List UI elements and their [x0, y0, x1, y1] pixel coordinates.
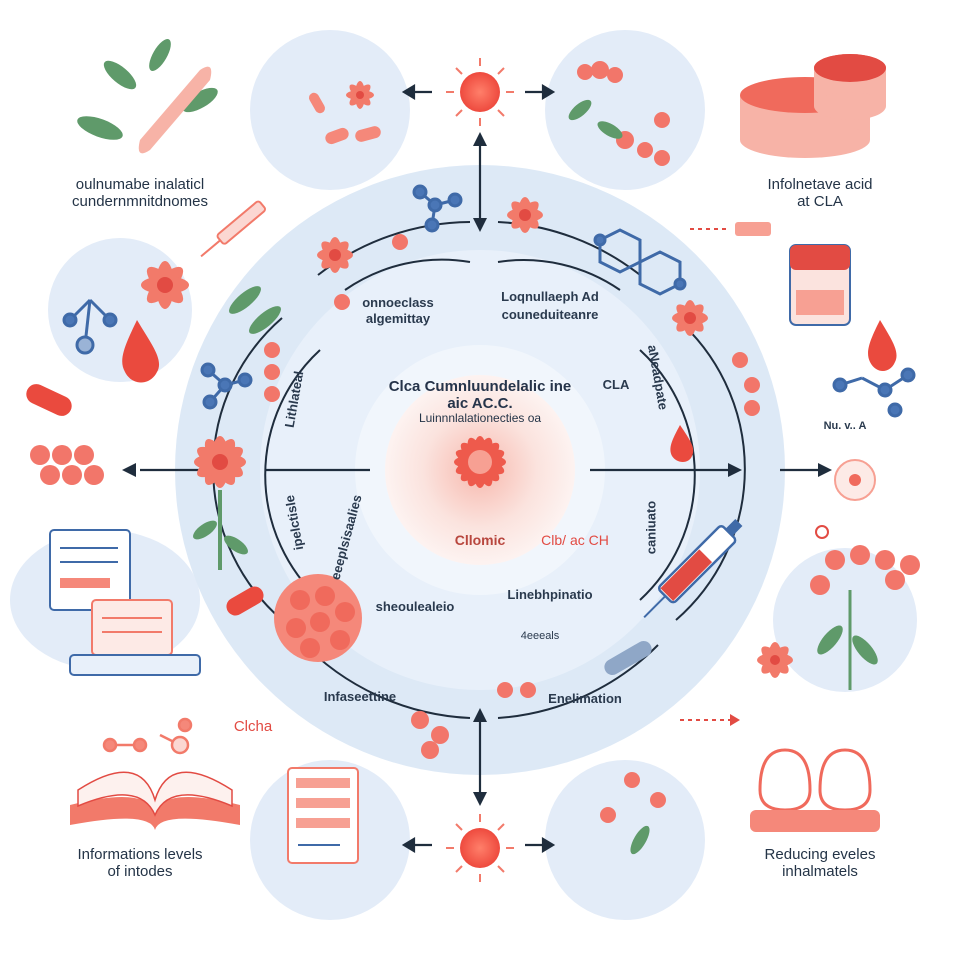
flower-icon: [757, 642, 793, 678]
bubble-left: [48, 238, 192, 382]
jar-icon: [789, 244, 851, 326]
flower-icon: [346, 81, 374, 109]
caption-bottom-left-line1: Informations levels: [77, 846, 203, 863]
arrow-icon: [473, 132, 487, 146]
arrow-icon: [122, 463, 136, 477]
arrow-icon: [473, 792, 487, 806]
sun-arrows: [401, 84, 556, 853]
arrow-icon: [818, 463, 832, 477]
flower-icon: [454, 436, 506, 488]
intestine-icon: [750, 748, 880, 832]
flower-icon: [672, 300, 708, 336]
document-icon: [287, 767, 359, 864]
ring-label: caniuato: [643, 500, 659, 555]
molecule-icon: [200, 362, 253, 410]
pill-icon: [26, 384, 72, 416]
center-side-label: Clb/ ac CH: [541, 532, 609, 548]
bubble-bottom-right: [545, 760, 705, 920]
blood-drop-icon: [670, 425, 694, 462]
caption-top-left-line1: oulnumabe inalaticl: [75, 176, 205, 193]
book-icon: [70, 771, 240, 830]
meat-stack-icon: [740, 54, 886, 158]
outer-label: Infaseettine: [323, 689, 397, 704]
pill-icon: [604, 641, 652, 675]
arrow-heads: [122, 132, 832, 806]
center-arc-title: Clca Cumnluundelalic ine aic AC.C.: [388, 378, 572, 413]
molecule-icon: [832, 367, 916, 418]
cell-cluster-icon: [274, 574, 362, 662]
caption-top-left-line2: cundernmnitdnomes: [72, 193, 208, 211]
molecule-icon: [102, 717, 193, 755]
leaf-icon: [77, 39, 218, 140]
bubble-right: [773, 548, 917, 692]
cell-cluster-icon: [30, 61, 920, 823]
flower-icon: [194, 436, 246, 488]
outer-label: Enelimation: [548, 691, 622, 706]
flower-icon: [317, 237, 353, 273]
flower-icon: [507, 197, 543, 233]
caption-top-right: Infolnetave acid at CLA: [700, 176, 940, 211]
leaf-icon: [229, 99, 878, 855]
pill-icon: [355, 126, 381, 142]
ring-label: couneduiteanre: [501, 307, 599, 322]
flower-icon: [815, 525, 829, 539]
ring-label: CLA: [602, 377, 630, 392]
center-arc-subtitle: Luinnnlalationecties oa: [418, 411, 542, 425]
pill-icon: [325, 127, 349, 145]
caption-bottom-left: Informations levels of intodes: [20, 846, 260, 881]
molecule-icon: [62, 298, 118, 355]
sun-icon: [446, 58, 514, 126]
molecule-icon: [593, 228, 687, 296]
syringe-icon: [643, 518, 743, 618]
blood-drop-icon: [868, 320, 897, 371]
arrow-icon: [473, 218, 487, 232]
caption-top-left: oulnumabe inalaticl cundernmnitdnomes: [20, 176, 260, 211]
ring-label: sheoulealeio: [375, 599, 455, 614]
caption-bottom-right: Reducing eveles inhalmatels: [700, 846, 940, 881]
center-label: Cllomic: [454, 532, 506, 548]
sausage-icon: [138, 66, 212, 154]
ring-label: Loqnullaeph Ad: [501, 289, 599, 304]
caption-bottom-left-line2: of intodes: [107, 863, 173, 881]
outer-label: Clcha: [233, 718, 273, 735]
caption-top-right-line2: at CLA: [797, 193, 843, 211]
caption-top-right-line1: Infolnetave acid: [767, 176, 873, 193]
arrow-icon: [728, 463, 742, 477]
bubble-top-right: [545, 30, 705, 190]
pill-icon: [735, 222, 771, 236]
pill-icon: [226, 586, 264, 616]
ring-label: onnoeclass: [362, 295, 434, 310]
pill-icon: [309, 92, 325, 114]
ring-label: Linebhpinatio: [507, 587, 593, 602]
caption-bottom-right-line2: inhalmatels: [782, 863, 858, 881]
bubble-top-left: [250, 30, 410, 190]
arrow-icon: [473, 708, 487, 722]
sun-icon: [446, 814, 514, 882]
molecule-icon: [412, 184, 463, 233]
flower-icon: [141, 261, 189, 309]
outer-label: Nu. v.. A: [823, 420, 867, 432]
blood-drop-icon: [122, 320, 160, 383]
ring-label: algemittay: [365, 311, 431, 326]
syringe-icon: [200, 200, 266, 258]
caption-bottom-right-line1: Reducing eveles: [764, 846, 876, 863]
flower-icon: [834, 459, 876, 501]
axis-lines: [140, 140, 825, 800]
ring-label: 4eeeals: [520, 630, 560, 642]
document-icon: [49, 529, 201, 676]
